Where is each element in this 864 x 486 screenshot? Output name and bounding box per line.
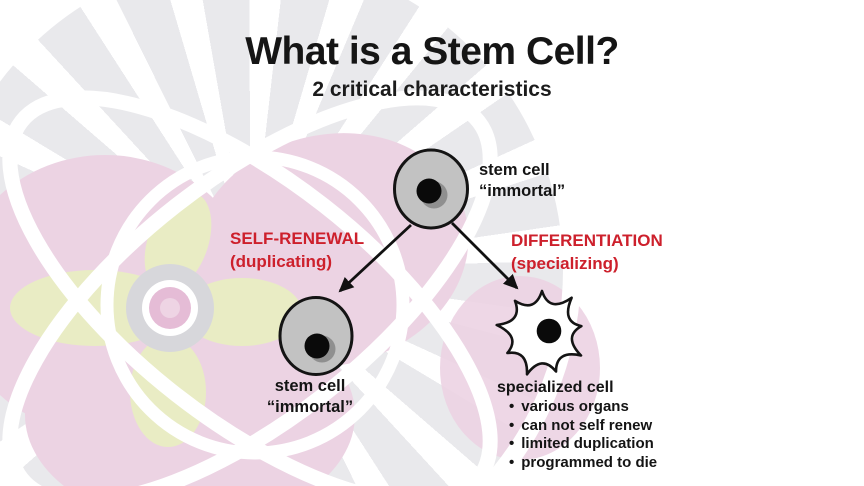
daughter-stem-cell-icon [278, 296, 354, 376]
page-subtitle: 2 critical characteristics [312, 78, 552, 101]
branch-name: SELF-RENEWAL [230, 229, 365, 248]
list-item: various organs [497, 398, 657, 417]
label-line: stem cell [274, 377, 346, 395]
specialized-cell-title: specialized cell [497, 379, 614, 396]
self-renewal-heading: SELF-RENEWAL (duplicating) [230, 227, 364, 273]
specialized-cell-label: specialized cell various organs can not … [497, 378, 657, 472]
specialized-cell-icon [495, 289, 583, 376]
branch-name: DIFFERENTIATION [511, 231, 663, 250]
label-line: “immortal” [266, 397, 354, 416]
parent-stem-cell-icon [393, 148, 469, 230]
list-item: can not self renew [497, 417, 657, 436]
branch-sub: (duplicating) [230, 252, 332, 271]
parent-stem-cell-label: stem cell “immortal” [479, 160, 565, 201]
label-line: “immortal” [479, 181, 566, 200]
list-item: limited duplication [497, 435, 657, 454]
list-item: programmed to die [497, 454, 657, 473]
label-line: stem cell [479, 161, 550, 179]
branch-sub: (specializing) [511, 254, 619, 273]
differentiation-heading: DIFFERENTIATION (specializing) [511, 229, 663, 275]
page-title: What is a Stem Cell? [245, 30, 619, 73]
daughter-stem-cell-label: stem cell “immortal” [248, 376, 372, 417]
